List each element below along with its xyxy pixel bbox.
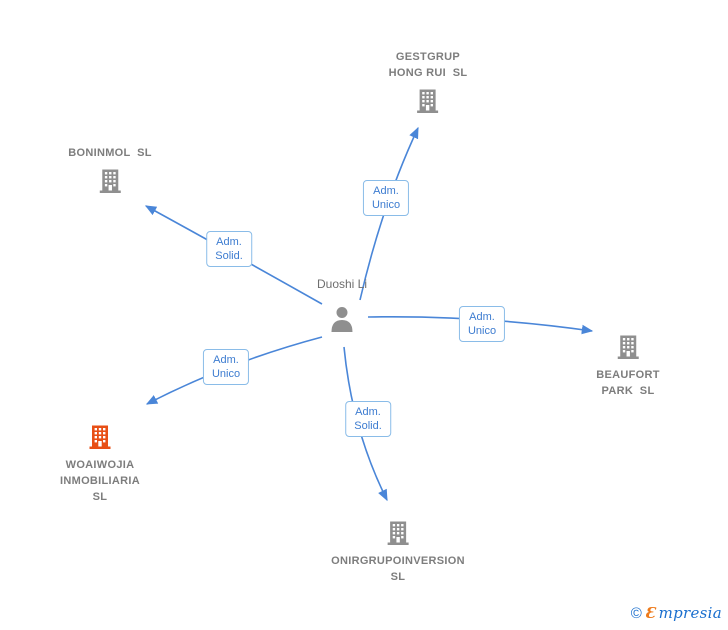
building-icon: [613, 332, 643, 362]
edge-label-adm-solid-onirgrupo: Adm. Solid.: [345, 401, 391, 437]
edge-label-line: Unico: [371, 199, 401, 211]
edge-label-line: Unico: [211, 368, 241, 380]
edge-label-adm-unico-gestgrup: Adm. Unico: [362, 180, 410, 216]
company-node-beaufort-park-sl[interactable]: BEAUFORT PARK SL: [596, 327, 660, 399]
company-label: PARK SL: [601, 385, 655, 397]
company-label: BONINMOL SL: [68, 147, 152, 159]
edge-label-line: Solid.: [215, 250, 243, 262]
edge-label-line: Adm.: [216, 236, 242, 248]
edge-label-line: Adm.: [213, 354, 239, 366]
company-node-boninmol-sl[interactable]: BONINMOL SL: [68, 145, 151, 201]
edge-label-adm-unico-woaiwojia: Adm. Unico: [202, 349, 250, 385]
company-label: SL: [390, 571, 406, 583]
person-name: Duoshi Li: [316, 277, 368, 291]
company-label: INMOBILIARIA: [60, 475, 140, 487]
company-label: HONG RUI SL: [388, 67, 468, 79]
building-icon: [95, 166, 125, 196]
company-label: GESTGRUP: [395, 51, 461, 63]
brand-text: mpresia: [658, 604, 722, 622]
company-label: WOAIWOJIA: [65, 459, 135, 471]
edge-label-adm-unico-beaufort: Adm. Unico: [458, 306, 506, 342]
person-icon: [329, 305, 355, 333]
company-node-gestgrup-hong-rui-sl[interactable]: GESTGRUP HONG RUI SL: [389, 49, 468, 121]
company-label: SL: [92, 491, 108, 503]
edge-label-adm-solid-boninmol: Adm. Solid.: [206, 231, 252, 267]
company-label: ONIRGRUPOINVERSION: [331, 555, 465, 567]
company-node-woaiwojia-inmobiliaria-sl[interactable]: WOAIWOJIA INMOBILIARIA SL: [60, 417, 140, 505]
building-icon: [413, 86, 443, 116]
edge-label-line: Solid.: [354, 420, 382, 432]
empresia-logo-icon: Ɛ: [644, 604, 656, 622]
edge-label-line: Adm.: [355, 406, 381, 418]
building-icon-highlighted: [85, 422, 115, 452]
edge-label-line: Adm.: [373, 185, 399, 197]
company-label: BEAUFORT: [596, 369, 660, 381]
edge-label-line: Adm.: [469, 311, 495, 323]
copyright-symbol: ©: [630, 605, 642, 622]
company-node-onirgrupoinversion-sl[interactable]: ONIRGRUPOINVERSION SL: [331, 513, 465, 585]
person-node-duoshi-li[interactable]: Duoshi Li: [317, 277, 367, 338]
edge-label-line: Unico: [467, 325, 497, 337]
building-icon: [383, 518, 413, 548]
